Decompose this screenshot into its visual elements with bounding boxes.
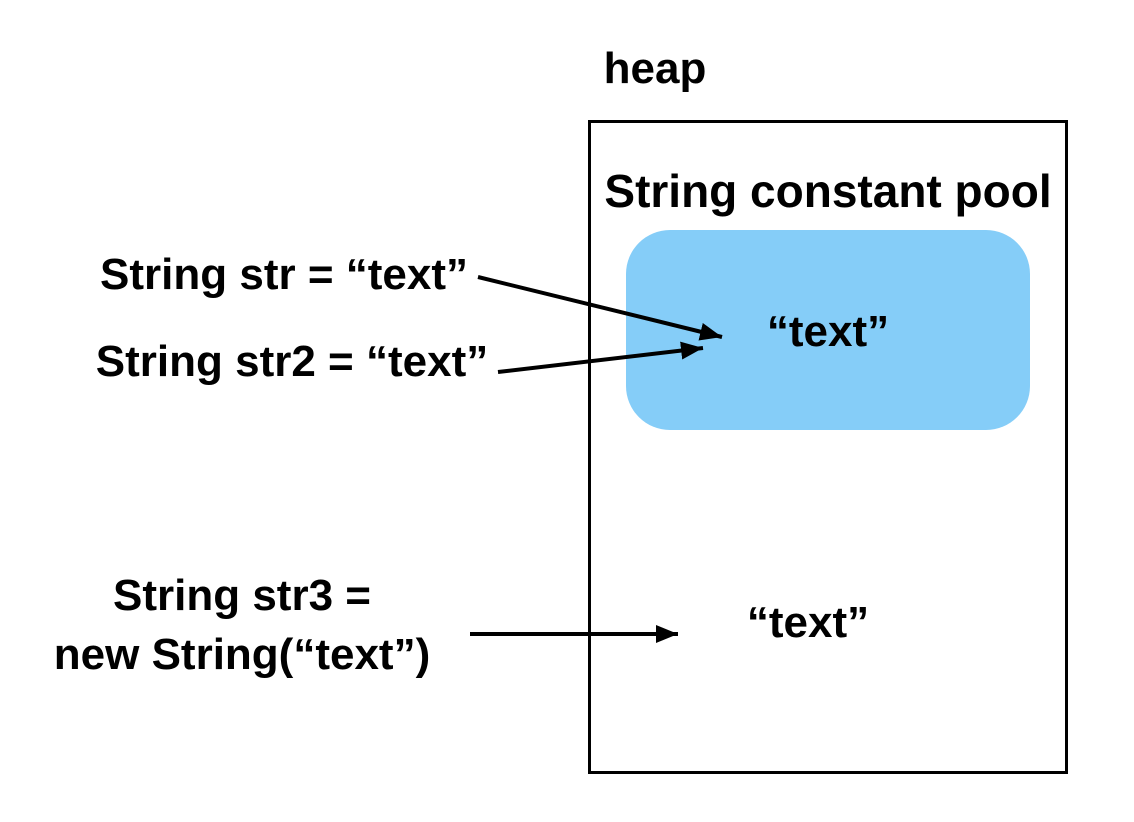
statement-str3-line2: new String(“text”) bbox=[53, 630, 431, 679]
pool-string-value: “text” bbox=[766, 307, 890, 356]
heap-label: heap bbox=[603, 44, 707, 93]
heap-string-value: “text” bbox=[746, 598, 870, 647]
pool-title: String constant pool bbox=[604, 165, 1052, 217]
heap-box bbox=[588, 120, 1068, 774]
statement-str2-label: String str2 = “text” bbox=[95, 337, 489, 386]
statement-str-label: String str = “text” bbox=[100, 250, 468, 299]
statement-str3-line1: String str3 = bbox=[113, 571, 371, 620]
statement-str3-label: String str3 = new String(“text”) bbox=[54, 566, 430, 684]
